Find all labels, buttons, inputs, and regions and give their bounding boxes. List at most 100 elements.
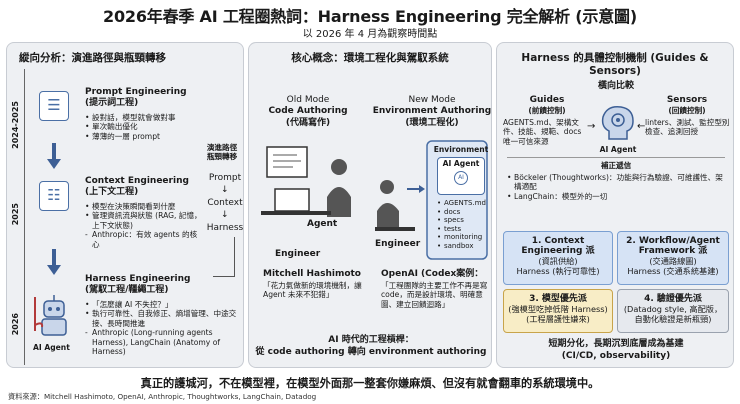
quadrant-cn: (資訊供給): [538, 256, 578, 266]
new-engineer-label: Engineer: [375, 239, 421, 249]
new-mode-cn: (環境工程化): [405, 118, 459, 128]
harness-heading: Harness Engineering: [85, 274, 191, 284]
robot-icon: [31, 291, 77, 343]
harness-bullet: 「怎麼讓 AI 不失控？」: [85, 300, 240, 310]
harness-agent-label: AI Agent: [33, 343, 70, 352]
quadrant-num: 1.: [531, 236, 542, 246]
new-agent-label: AI Agent: [442, 159, 480, 168]
footer-source: 資料來源：Mitchell Hashimoto, OpenAI, Anthrop…: [8, 392, 317, 401]
quote-right-text: 「工程團隊的主要工作不再是寫 code，而是設計環境、明確意圖、建立回饋迴路」: [381, 281, 488, 309]
divider: [507, 157, 725, 158]
old-mode-illustration: [257, 137, 367, 257]
arrow-down-icon: [47, 265, 61, 275]
arrow-down-stem: [52, 143, 56, 161]
quadrant-model-first: 3. 模型優先派 (強模型吃掉低階 Harness) (工程層護性嫌來): [503, 289, 613, 333]
quote-left-text: 「花力氣做新的環境機制，讓 Agent 未來不犯錯」: [263, 281, 362, 300]
old-mode-name: Code Authoring: [268, 106, 348, 116]
new-mode-name: Environment Authoring: [372, 106, 492, 116]
guides-cn: (前饋控制): [528, 106, 566, 115]
stage-label-2026: 2026: [11, 313, 20, 336]
harness-bullets: 「怎麼讓 AI 不失控？」 執行可靠性、自我修正、熵增管理、中途交接、長時間推進…: [85, 300, 240, 356]
quadrant-verification-first: 4. 驗證優先派 (Datadog style, 高配版， 自動化驗證是新瓶頸): [617, 289, 729, 333]
arrow-left-icon: ←: [637, 121, 646, 132]
quadrant-num: 4.: [644, 294, 654, 304]
sensors-name: Sensors: [666, 95, 708, 105]
prompt-bullet: 薄薄的一層 prompt: [85, 132, 203, 142]
quadrant-title: Context Engineering 派: [521, 236, 595, 256]
page-subtitle: 以 2026 年 4 月為觀察時間點: [302, 29, 438, 40]
footer-statement: 真正的護城河，不在模型裡，在模型外面那一整套你嫌麻煩、但沒有就會翻車的系統環境中…: [140, 377, 600, 390]
env-item: docs: [437, 208, 489, 217]
env-item: monitoring: [437, 233, 489, 242]
side-label: 演進路徑 瓶頸轉移: [206, 143, 238, 162]
context-bullet: 管理資訊流與狀態 (RAG, 記憶，上下文狀態): [85, 211, 203, 230]
quadrant-cn: (交通路線圖): [649, 256, 697, 266]
quadrant-cn: (Datadog style, 高配版，: [623, 304, 723, 314]
stage-label-2024-2025: 2024-2025: [11, 101, 20, 149]
side-word-context: Context: [207, 198, 243, 208]
side-word-harness: Harness: [206, 223, 244, 233]
side-connector: [213, 237, 235, 277]
page-title: 2026年春季 AI 工程圈熱詞：Harness Engineering 完全解…: [103, 7, 637, 26]
left-panel-title: 縱向分析：演進路徑與瓶頸轉移: [19, 52, 166, 64]
arrow-down-icon: ↓: [221, 185, 229, 195]
quadrant-extra: (工程層護性嫌來): [526, 314, 590, 324]
supplement-items: Böckeler (Thoughtworks)：功能與行為驗證、可維護性、架構適…: [507, 173, 727, 202]
quadrant-extra: Harness (執行可靠性): [516, 266, 600, 276]
side-word-prompt: Prompt: [208, 173, 242, 183]
arrow-down-icon: [47, 159, 61, 169]
middle-conclusion-line2: 從 code authoring 轉向 environment authorin…: [255, 347, 487, 357]
supplement-item: LangChain：模型外的一切: [507, 192, 727, 202]
quadrant-title: Workflow/Agent Framework 派: [638, 236, 720, 256]
right-conclusion-line2: (CI/CD, observability): [561, 351, 671, 361]
context-sub: (上下文工程): [85, 187, 139, 197]
quadrant-workflow: 2. Workflow/Agent Framework 派 (交通路線圖) Ha…: [617, 231, 729, 285]
prompt-bullet: 設對話，模型就會做對事: [85, 113, 203, 123]
arrow-down-icon: ↓: [221, 210, 229, 220]
sensors-desc: linters、測試、監控型別檢查、追測回授: [645, 118, 730, 137]
env-item: AGENTS.md: [437, 199, 489, 208]
context-heading: Context Engineering: [85, 176, 189, 186]
guides-desc: AGENTS.md、架構文件、技能、規範、docs 唯一可信來源: [503, 118, 582, 146]
document-icon: ☰: [39, 91, 69, 121]
quadrant-title: 模型優先派: [541, 294, 587, 304]
quadrant-extra: Harness (交通系統基建): [627, 266, 719, 276]
old-agent-label: Agent: [307, 219, 338, 229]
stage-label-2025: 2025: [11, 203, 20, 226]
prompt-heading: Prompt Engineering: [85, 87, 187, 97]
env-item: sandbox: [437, 242, 489, 251]
robot-icon: AI: [454, 171, 468, 185]
middle-conclusion-line1: AI 時代的工程槓桿：: [328, 335, 414, 345]
prompt-bullets: 設對話，模型就會做對事 單次輸出優化 薄薄的一層 prompt: [85, 113, 203, 142]
quote-left-author: Mitchell Hashimoto: [263, 269, 361, 279]
old-mode-cn: (代碼寫作): [285, 118, 331, 128]
quadrant-context: 1. Context Engineering 派 (資訊供給) Harness …: [503, 231, 613, 285]
quadrant-title: 驗證優先派: [656, 294, 702, 304]
guides-name: Guides: [529, 95, 565, 105]
harness-bullet: 執行可靠性、自我修正、熵增管理、中途交接、長時間推進: [85, 309, 240, 328]
new-mode-label: New Mode: [408, 95, 456, 105]
quadrant-extra: 自動化驗證是新瓶頸): [634, 314, 712, 324]
context-bullet: 模型在決策瞬間看到什麼: [85, 202, 203, 212]
old-mode-label: Old Mode: [286, 95, 330, 105]
middle-panel-title: 核心概念：環境工程化與駕馭系統: [291, 52, 449, 64]
env-item: specs: [437, 216, 489, 225]
quadrant-num: 3.: [529, 294, 539, 304]
quote-right-author: OpenAI (Codex案例：: [381, 269, 484, 279]
prompt-bullet: 單次輸出優化: [85, 122, 203, 132]
arrow-right-icon: →: [587, 121, 596, 132]
timeline-line: [24, 69, 25, 365]
harness-sub: (駕馭工程/韁繩工程): [85, 285, 169, 295]
context-note: Anthropic：有效 agents 的核心: [85, 230, 203, 249]
environment-label: Environment: [433, 145, 489, 154]
right-panel: Harness 的具體控制機制 (Guides & Sensors) 橫向比較 …: [496, 42, 734, 368]
flow-icon: ☷: [39, 181, 69, 211]
right-conclusion-line1: 短期分化，長期沉到底層成為基建: [548, 339, 684, 349]
context-bullets: 模型在決策瞬間看到什麼 管理資訊流與狀態 (RAG, 記憶，上下文狀態) Ant…: [85, 202, 203, 249]
sensors-cn: (回饋控制): [668, 106, 706, 115]
prompt-sub: (提示詞工程): [85, 98, 139, 108]
head-gear-icon: [597, 103, 639, 143]
left-panel: 縱向分析：演進路徑與瓶頸轉移 2024-2025 2025 2026 ☰ Pro…: [6, 42, 244, 368]
compare-label: 橫向比較: [597, 81, 634, 91]
right-agent-label: AI Agent: [599, 145, 637, 154]
